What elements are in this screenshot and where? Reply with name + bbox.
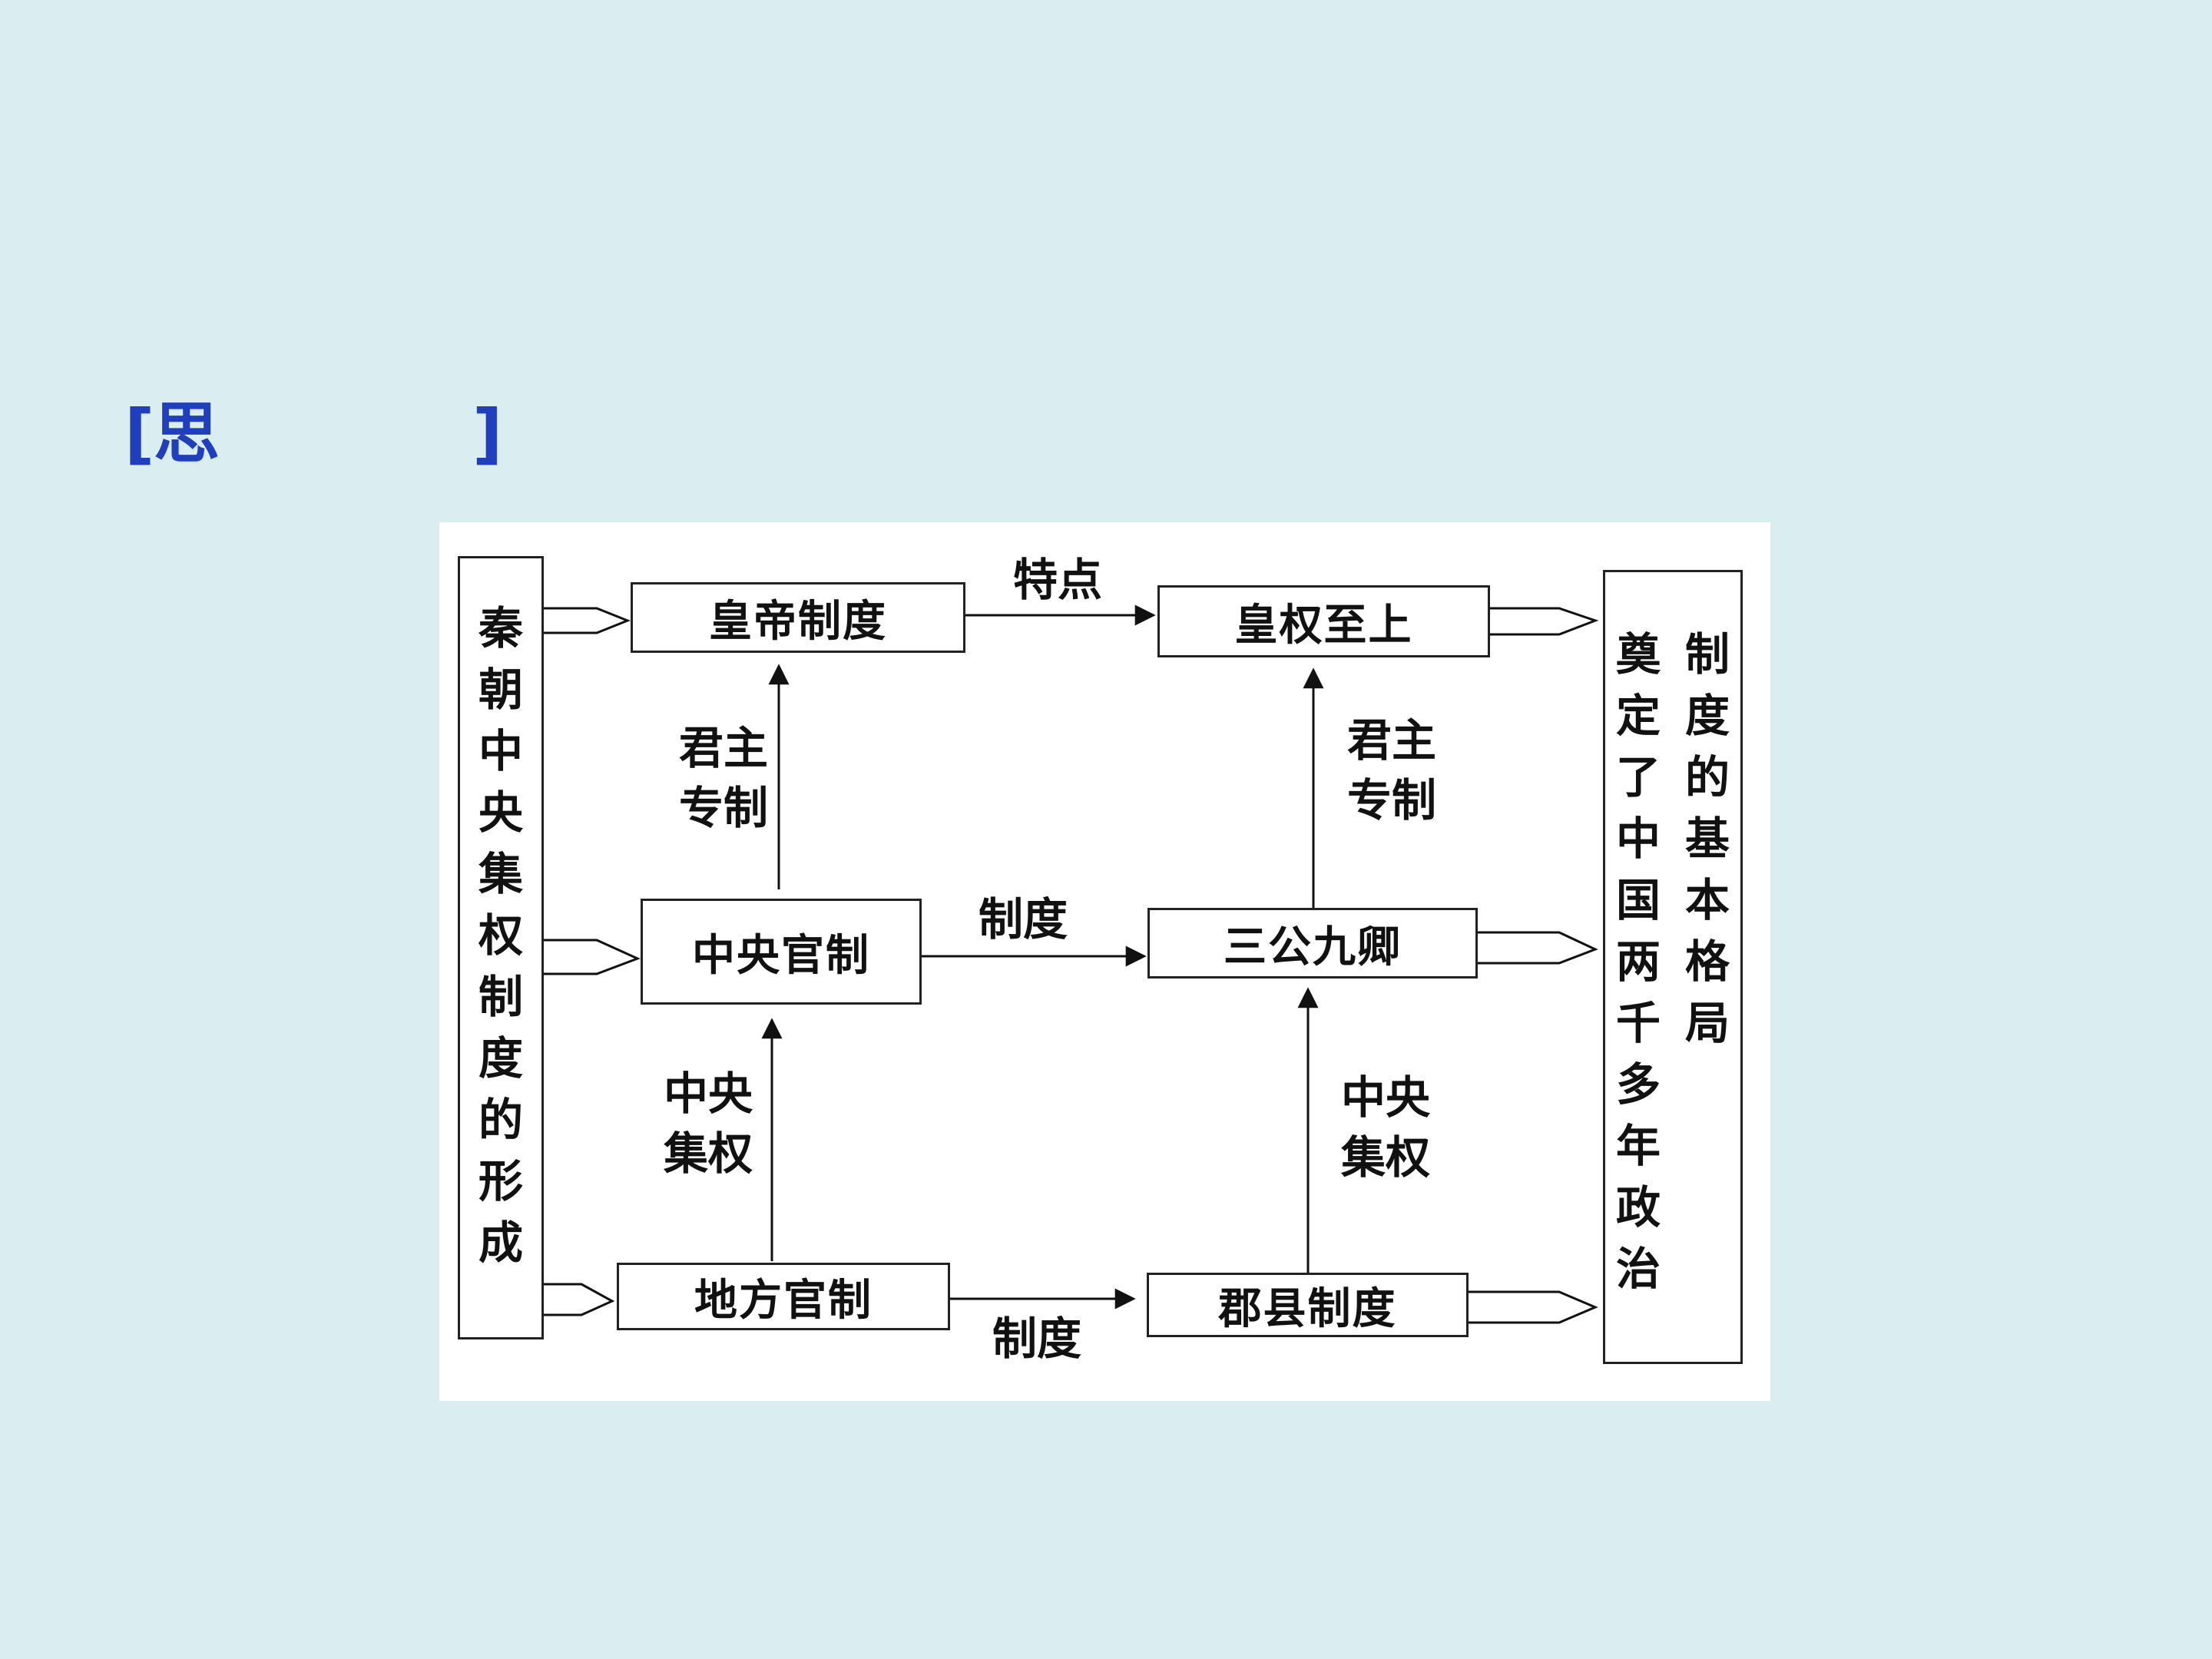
node-local-officials: 地方官制	[617, 1263, 950, 1330]
slide-title: [ 思 ]	[124, 384, 508, 484]
outline-arrow-right-top	[1488, 607, 1599, 636]
qin-centralization-diagram: 秦朝中央集权制度的形成 奠定了中国两千多年政治 制度的基本格局 皇帝制度 皇权至…	[439, 522, 1770, 1401]
label-centralization-right: 中央 集权	[1340, 1071, 1430, 1184]
label-system-middle: 制度	[978, 893, 1068, 945]
right-panel-col2: 制度的基本格局	[1684, 628, 1730, 1049]
node-emperor-system: 皇帝制度	[631, 582, 965, 653]
left-panel-box	[458, 556, 544, 1339]
outline-arrow-left-bottom	[542, 1283, 615, 1316]
title-bracket-open: [	[124, 396, 155, 472]
node-commandery-county: 郡县制度	[1147, 1273, 1469, 1337]
outline-arrow-right-middle	[1476, 931, 1598, 965]
label-autocracy-right: 君主 专制	[1346, 714, 1436, 826]
left-panel-text: 秦朝中央集权制度的形成	[478, 602, 523, 1269]
diagram-connectors	[542, 604, 1599, 1324]
outline-arrow-right-bottom	[1467, 1290, 1598, 1324]
label-system-bottom: 制度	[992, 1313, 1081, 1365]
label-autocracy-left: 君主 专制	[678, 722, 768, 834]
right-panel-col1: 奠定了中国两千多年政治	[1615, 628, 1661, 1295]
title-text: 思	[154, 396, 220, 472]
outline-arrow-left-middle	[542, 939, 641, 975]
node-central-officials: 中央官制	[641, 899, 922, 1005]
outline-arrow-left-top	[542, 607, 631, 634]
right-panel-box	[1603, 570, 1743, 1364]
label-centralization-left: 中央 集权	[663, 1068, 753, 1180]
title-bracket-close: ]	[472, 396, 503, 472]
node-supreme-power: 皇权至上	[1157, 585, 1490, 657]
label-feature: 特点	[1012, 554, 1102, 606]
node-three-lords: 三公九卿	[1147, 908, 1478, 979]
